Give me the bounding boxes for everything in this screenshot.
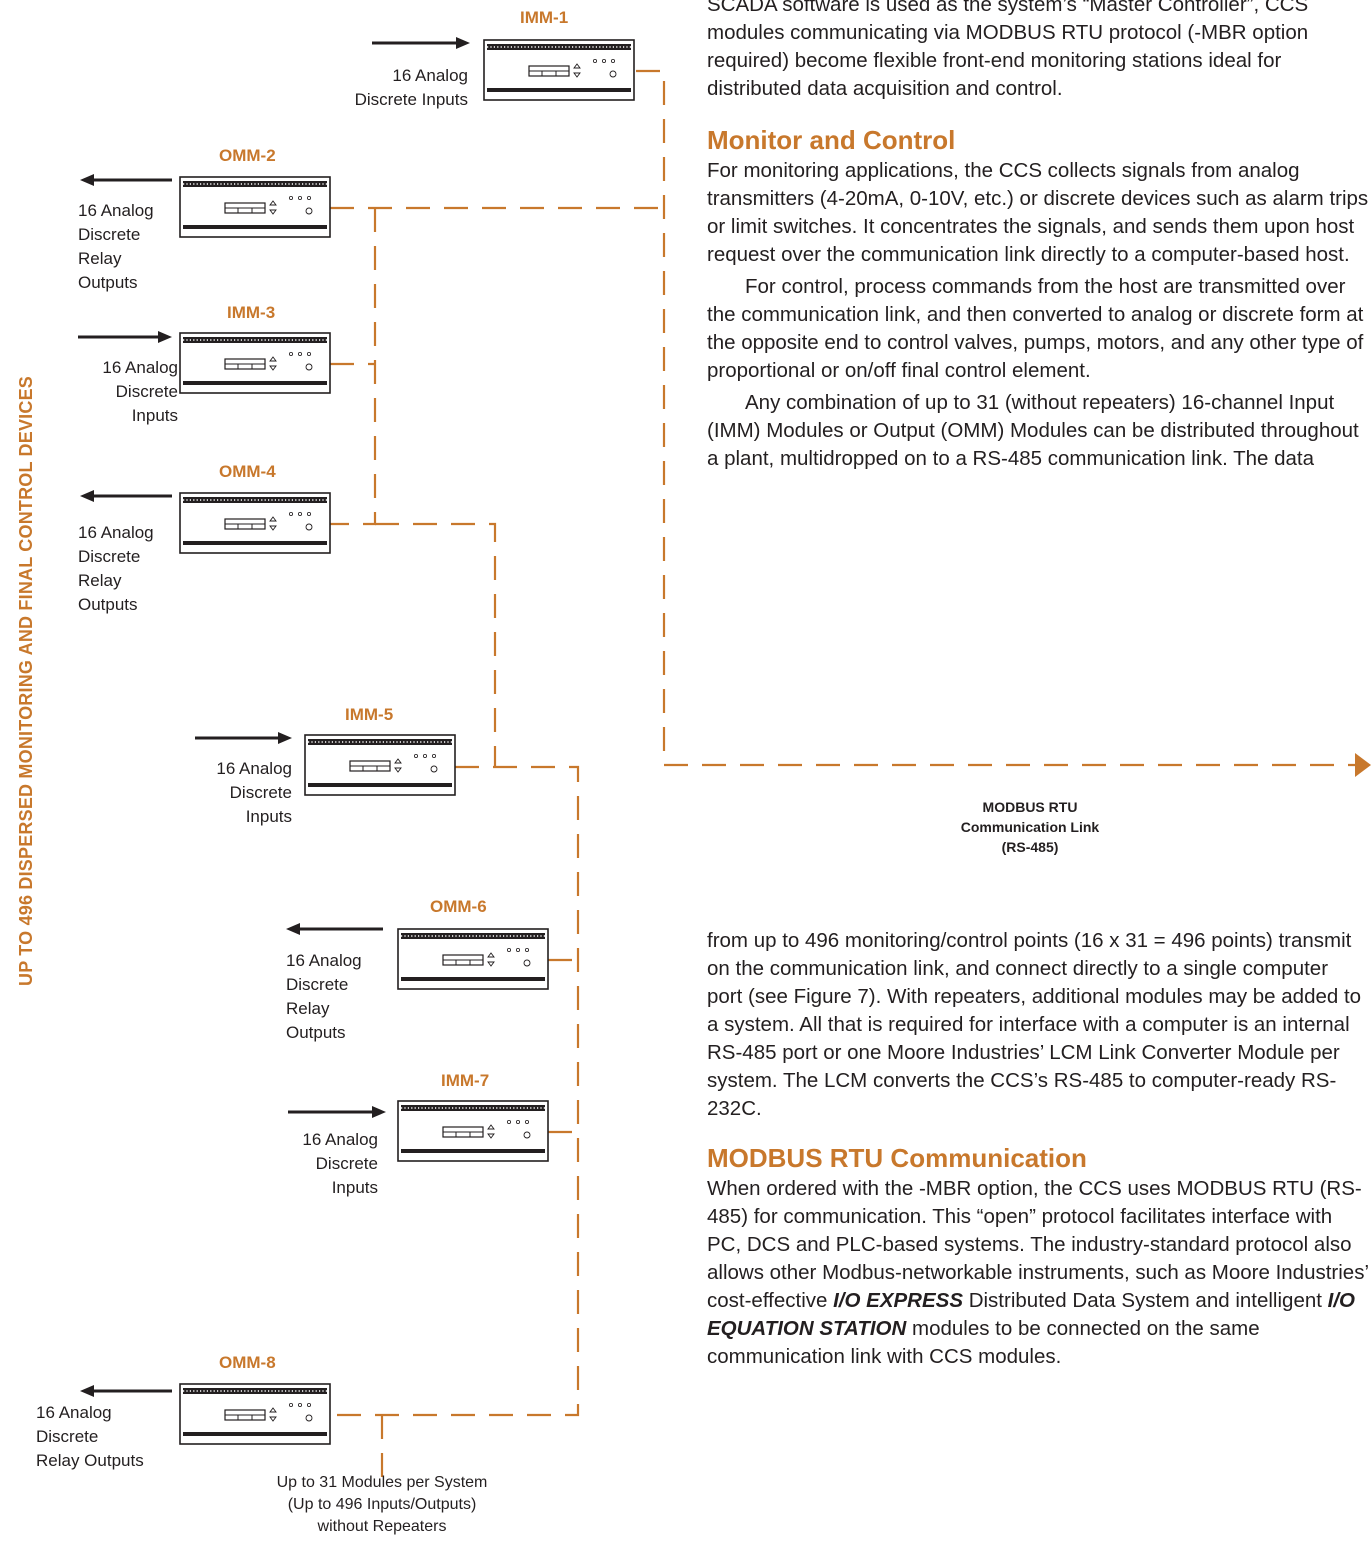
module-io-label: 16 Analog Discrete Inputs	[302, 1130, 378, 1197]
bottom-caption: Up to 31 Modules per System (Up to 496 I…	[276, 1474, 488, 1535]
arrow-left-icon	[80, 490, 172, 502]
arrow-left-icon	[80, 1385, 172, 1397]
module-name: IMM-3	[227, 303, 276, 322]
module-name: IMM-7	[441, 1071, 490, 1090]
monitor-paragraph-3: Any combination of up to 31 (without rep…	[707, 391, 1359, 470]
module-device-icon	[179, 176, 331, 238]
arrow-right-icon	[195, 732, 292, 744]
communication-link	[330, 69, 1358, 1480]
module-io-label: 16 Analog Discrete Relay Outputs	[36, 1403, 144, 1470]
arrow-left-icon	[286, 923, 383, 935]
link-segment	[375, 522, 497, 767]
link-segment	[330, 208, 377, 526]
modbus-text: modules to be connected on the same comm…	[707, 1317, 1260, 1368]
module-name: OMM-2	[219, 146, 276, 165]
heading-monitor-control: Monitor and Control	[707, 125, 956, 155]
module-device-icon	[483, 39, 635, 101]
module-io-label: 16 Analog Discrete Inputs	[354, 66, 468, 109]
heading-modbus: MODBUS RTU Communication	[707, 1143, 1087, 1173]
module-device-icon	[397, 928, 549, 990]
modbus-text: Distributed Data System and intelligent	[968, 1289, 1322, 1312]
module-name: IMM-5	[345, 705, 394, 724]
modbus-text: When ordered with the -MBR option, the C…	[707, 1177, 1369, 1312]
modbus-paragraph: When ordered with the -MBR option, the C…	[707, 1175, 1369, 1371]
arrow-right-icon	[372, 37, 470, 49]
module-io-label: 16 Analog Discrete Inputs	[102, 358, 178, 425]
link-segment	[330, 765, 580, 1417]
continuation-paragraph: from up to 496 monitoring/control points…	[707, 929, 1362, 1120]
arrow-right-icon	[288, 1106, 386, 1118]
module-name: IMM-1	[520, 8, 569, 27]
product-name-io-equation-station: I/O EQUATION STATION	[707, 1289, 1355, 1340]
module-device-icon	[397, 1100, 549, 1162]
product-name-io-express: I/O EXPRESS	[833, 1289, 963, 1312]
arrow-right-icon	[78, 331, 172, 343]
side-title: UP TO 496 DISPERSED MONITORING AND FINAL…	[16, 376, 36, 986]
module-io-label: 16 Analog Discrete Inputs	[216, 759, 292, 826]
module-io-label: 16 Analog Discrete Relay Outputs	[78, 201, 154, 292]
intro-paragraph: SCADA software is used as the system’s “…	[707, 0, 1309, 100]
module-io-label: 16 Analog Discrete Relay Outputs	[286, 951, 362, 1042]
module-device-icon	[179, 492, 331, 554]
monitor-paragraph-2: For control, process commands from the h…	[707, 275, 1364, 382]
text-column-top: SCADA software is used as the system’s “…	[707, 0, 1369, 473]
text-column-bottom: from up to 496 monitoring/control points…	[707, 927, 1369, 1371]
module-device-icon	[179, 1383, 331, 1445]
arrow-left-icon	[80, 174, 172, 186]
module-io-label: 16 Analog Discrete Relay Outputs	[78, 523, 154, 614]
link-arrow-icon	[1355, 753, 1371, 777]
link-label: MODBUS RTU Communication Link (RS-485)	[960, 799, 1100, 855]
module-device-icon	[179, 332, 331, 394]
module-name: OMM-4	[219, 462, 276, 481]
module-name: OMM-8	[219, 1353, 276, 1372]
module-name: OMM-6	[430, 897, 487, 916]
link-segment	[636, 69, 1358, 767]
monitor-paragraph-1: For monitoring applications, the CCS col…	[707, 159, 1369, 266]
module-device-icon	[304, 734, 456, 796]
